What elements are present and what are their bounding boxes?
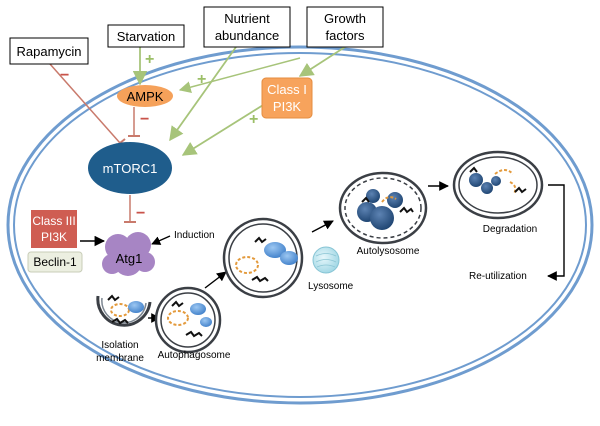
induction-label: Induction [174, 230, 215, 241]
isolation-membrane [96, 294, 152, 327]
reutilization-label: Re-utilization [469, 271, 527, 282]
growth-factors-box: Growth factors [306, 6, 384, 48]
starvation-box: Starvation [107, 24, 185, 48]
nutrient-activation-line [169, 46, 237, 142]
fusing-autophagosome [222, 217, 304, 299]
atg1-node: Atg1 [102, 232, 155, 276]
signal-signs: − + + − + − [60, 51, 258, 222]
signal-lines [49, 46, 346, 223]
rapamycin-inhibition-line [49, 63, 121, 144]
atg1-label: Atg1 [116, 251, 143, 266]
isolation-label-line1: Isolation [101, 340, 138, 351]
class1-pi3k-node: Class I PI3K [261, 77, 313, 119]
cell-membrane [6, 45, 594, 405]
rapamycin-box: Rapamycin [9, 37, 89, 65]
lysosome-label: Lysosome [308, 281, 354, 292]
reutilization-arrow [547, 184, 565, 281]
fusion-to-autolysosome-arrow [311, 220, 334, 233]
growth-label-line1: Growth [324, 11, 366, 26]
nutrient-abundance-box: Nutrient abundance [203, 6, 291, 48]
mtorc1-label: mTORC1 [103, 161, 158, 176]
class1-activation-line [181, 101, 269, 156]
beclin-label: Beclin-1 [33, 255, 77, 269]
degradation-label: Degradation [483, 224, 537, 235]
autolysosome [338, 171, 428, 245]
autophagosome-to-fusion-arrow [204, 271, 227, 289]
class1-label-line2: PI3K [273, 99, 302, 114]
ampk-node: AMPK [117, 85, 173, 107]
induction-arrow [151, 235, 171, 245]
nutrient-label-line2: abundance [215, 28, 279, 43]
degradation-vesicle [452, 150, 544, 220]
ampk-minus-sign: − [140, 111, 149, 128]
autolysosome-label: Autolysosome [357, 246, 420, 257]
nutrient-label-line1: Nutrient [224, 11, 270, 26]
starvation-plus-sign: + [145, 51, 154, 68]
starvation-label: Starvation [117, 29, 176, 44]
rapamycin-minus-sign: − [60, 67, 69, 84]
lysosome [312, 246, 340, 274]
class3-pi3k-node: Class III PI3K [31, 210, 77, 248]
beclin-node: Beclin-1 [27, 251, 83, 273]
nutrient-plus-sign: + [197, 71, 206, 88]
class3-label-line2: PI3K [41, 230, 67, 244]
growth-label-line2: factors [325, 28, 365, 43]
class3-label-line1: Class III [32, 214, 75, 228]
growth-activation-line [298, 46, 346, 77]
autophagosome-label: Autophagosome [158, 350, 231, 361]
rapamycin-label: Rapamycin [16, 44, 81, 59]
autophagosome [154, 286, 222, 354]
isolation-label-line2: membrane [96, 353, 144, 364]
ampk-label: AMPK [127, 89, 164, 104]
class1-plus-sign: + [249, 111, 258, 128]
mtorc1-minus-sign: − [136, 205, 145, 222]
class1-label-line1: Class I [267, 82, 307, 97]
mtorc1-node: mTORC1 [88, 142, 172, 194]
